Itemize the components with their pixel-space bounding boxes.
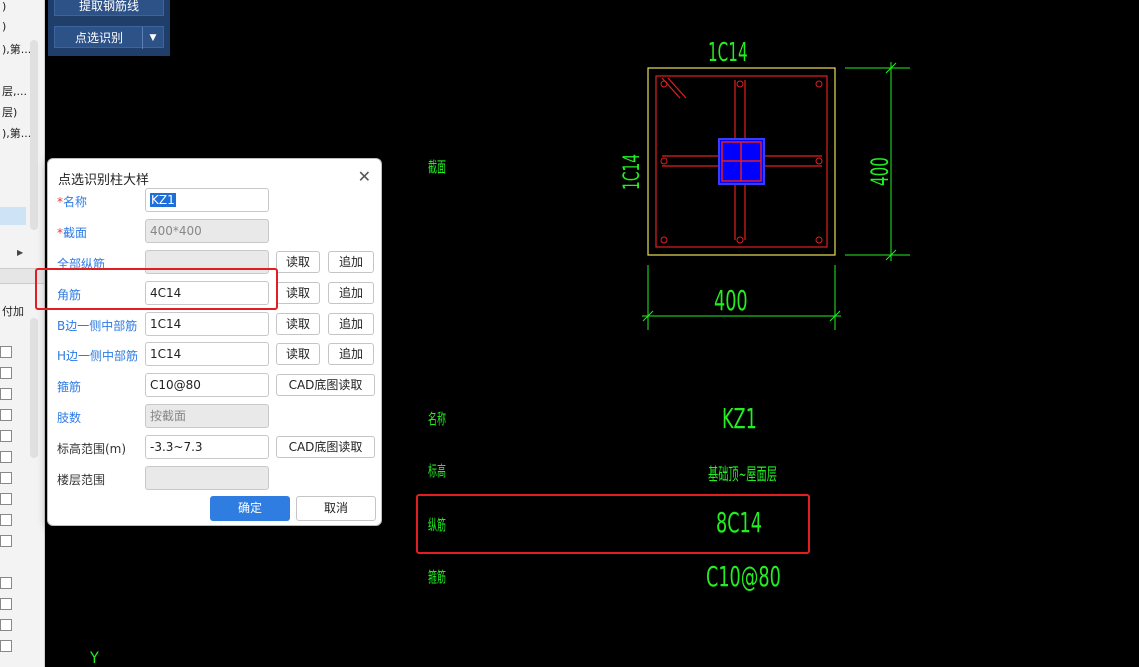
dialog-title: 点选识别柱大样	[58, 173, 150, 188]
side-rebar-label: 1C14	[620, 153, 645, 190]
checkbox[interactable]	[0, 535, 12, 547]
read-button[interactable]: 读取	[276, 251, 320, 273]
checkbox[interactable]	[0, 598, 12, 610]
left-panel-line[interactable]: ),第...	[2, 43, 32, 56]
append-button[interactable]: 追加	[328, 282, 374, 304]
checkbox[interactable]	[0, 619, 12, 631]
section-field: 400*400	[145, 219, 269, 243]
dimension-bottom-label: 400	[714, 284, 748, 317]
h-side-rebar-label: H边一侧中部筋	[57, 349, 139, 363]
elevation-field[interactable]: -3.3~7.3	[145, 435, 269, 459]
identify-column-dialog: 点选识别柱大样 ✕ *名称 KZ1 *截面 400*400 全部纵筋 读取 追加…	[47, 158, 382, 526]
checkbox[interactable]	[0, 346, 12, 358]
corner-rebar-field[interactable]: 4C14	[145, 281, 269, 305]
row-key-elevation: 标高	[428, 462, 447, 480]
stirrup-outer	[655, 75, 828, 248]
floor-range-label: 楼层范围	[57, 473, 106, 487]
scrollbar[interactable]	[30, 40, 38, 230]
checkbox[interactable]	[0, 472, 12, 484]
left-panel-line[interactable]: 层,...	[2, 85, 27, 98]
checkbox[interactable]	[0, 367, 12, 379]
column-outline	[647, 67, 836, 256]
point-identify-label: 点选识别	[74, 31, 123, 45]
dimension-right-label: 400	[866, 157, 894, 186]
name-label: *名称	[57, 195, 88, 209]
b-side-rebar-label: B边一侧中部筋	[57, 319, 138, 333]
checkbox[interactable]	[0, 388, 12, 400]
checkbox[interactable]	[0, 514, 12, 526]
cad-read-button[interactable]: CAD底图读取	[276, 436, 375, 458]
all-long-rebar-label: 全部纵筋	[57, 257, 106, 271]
limbs-field: 按截面	[145, 404, 269, 428]
scrollbar[interactable]	[30, 318, 38, 458]
elevation-label: 标高范围(m)	[57, 442, 127, 456]
selected-row[interactable]	[0, 207, 26, 225]
toolbar: 提取钢筋线 点选识别 ▼	[48, 0, 170, 56]
section-label: *截面	[57, 226, 88, 240]
floor-range-field	[145, 466, 269, 490]
expand-arrow-icon[interactable]: ▶	[17, 248, 24, 257]
row-value-name: KZ1	[722, 402, 757, 435]
ok-button[interactable]: 确定	[210, 496, 290, 521]
checkbox[interactable]	[0, 409, 12, 421]
left-panel: ) ) ),第... 层,... 层) ),第... ▶ 付加	[0, 0, 45, 667]
row-key-name: 名称	[428, 410, 447, 428]
close-icon[interactable]: ✕	[357, 167, 371, 186]
checkbox[interactable]	[0, 577, 12, 589]
column-header-label: 付加	[2, 305, 24, 318]
all-long-rebar-field	[145, 250, 269, 274]
read-button[interactable]: 读取	[276, 282, 320, 304]
section-label: 截面	[428, 158, 447, 176]
stirrup-field[interactable]: C10@80	[145, 373, 269, 397]
highlight-corner-rebar-row	[35, 268, 278, 310]
left-panel-line[interactable]: 层)	[2, 106, 18, 119]
cad-read-button[interactable]: CAD底图读取	[276, 374, 375, 396]
row-value-stirrup: C10@80	[706, 560, 781, 593]
checkbox[interactable]	[0, 640, 12, 652]
highlight-longitudinal-row	[416, 494, 810, 554]
read-button[interactable]: 读取	[276, 313, 320, 335]
stirrup-label: 箍筋	[57, 380, 82, 394]
limbs-label: 肢数	[57, 411, 82, 425]
name-field[interactable]: KZ1	[145, 188, 269, 212]
row-key-longitudinal: 纵筋	[428, 516, 447, 534]
left-panel-line[interactable]: ),第...	[2, 127, 32, 140]
append-button[interactable]: 追加	[328, 251, 374, 273]
panel-header-bar	[0, 268, 44, 284]
top-rebar-label: 1C14	[708, 38, 748, 68]
axis-y-label: Y	[90, 648, 99, 667]
row-value-longitudinal: 8C14	[716, 506, 762, 539]
chevron-down-icon[interactable]: ▼	[142, 27, 163, 49]
h-side-rebar-field[interactable]: 1C14	[145, 342, 269, 366]
extract-rebar-line-button[interactable]: 提取钢筋线	[54, 0, 164, 16]
row-key-stirrup: 箍筋	[428, 568, 447, 586]
row-value-elevation: 基础顶~屋面层	[708, 465, 777, 485]
checkbox[interactable]	[0, 493, 12, 505]
checkbox[interactable]	[0, 451, 12, 463]
cancel-button[interactable]: 取消	[296, 496, 376, 521]
checkbox[interactable]	[0, 430, 12, 442]
left-panel-line: )	[2, 20, 7, 33]
point-identify-button[interactable]: 点选识别 ▼	[54, 26, 164, 49]
append-button[interactable]: 追加	[328, 343, 374, 365]
left-panel-line: )	[2, 0, 7, 13]
read-button[interactable]: 读取	[276, 343, 320, 365]
b-side-rebar-field[interactable]: 1C14	[145, 312, 269, 336]
append-button[interactable]: 追加	[328, 313, 374, 335]
corner-rebar-label: 角筋	[57, 288, 82, 302]
